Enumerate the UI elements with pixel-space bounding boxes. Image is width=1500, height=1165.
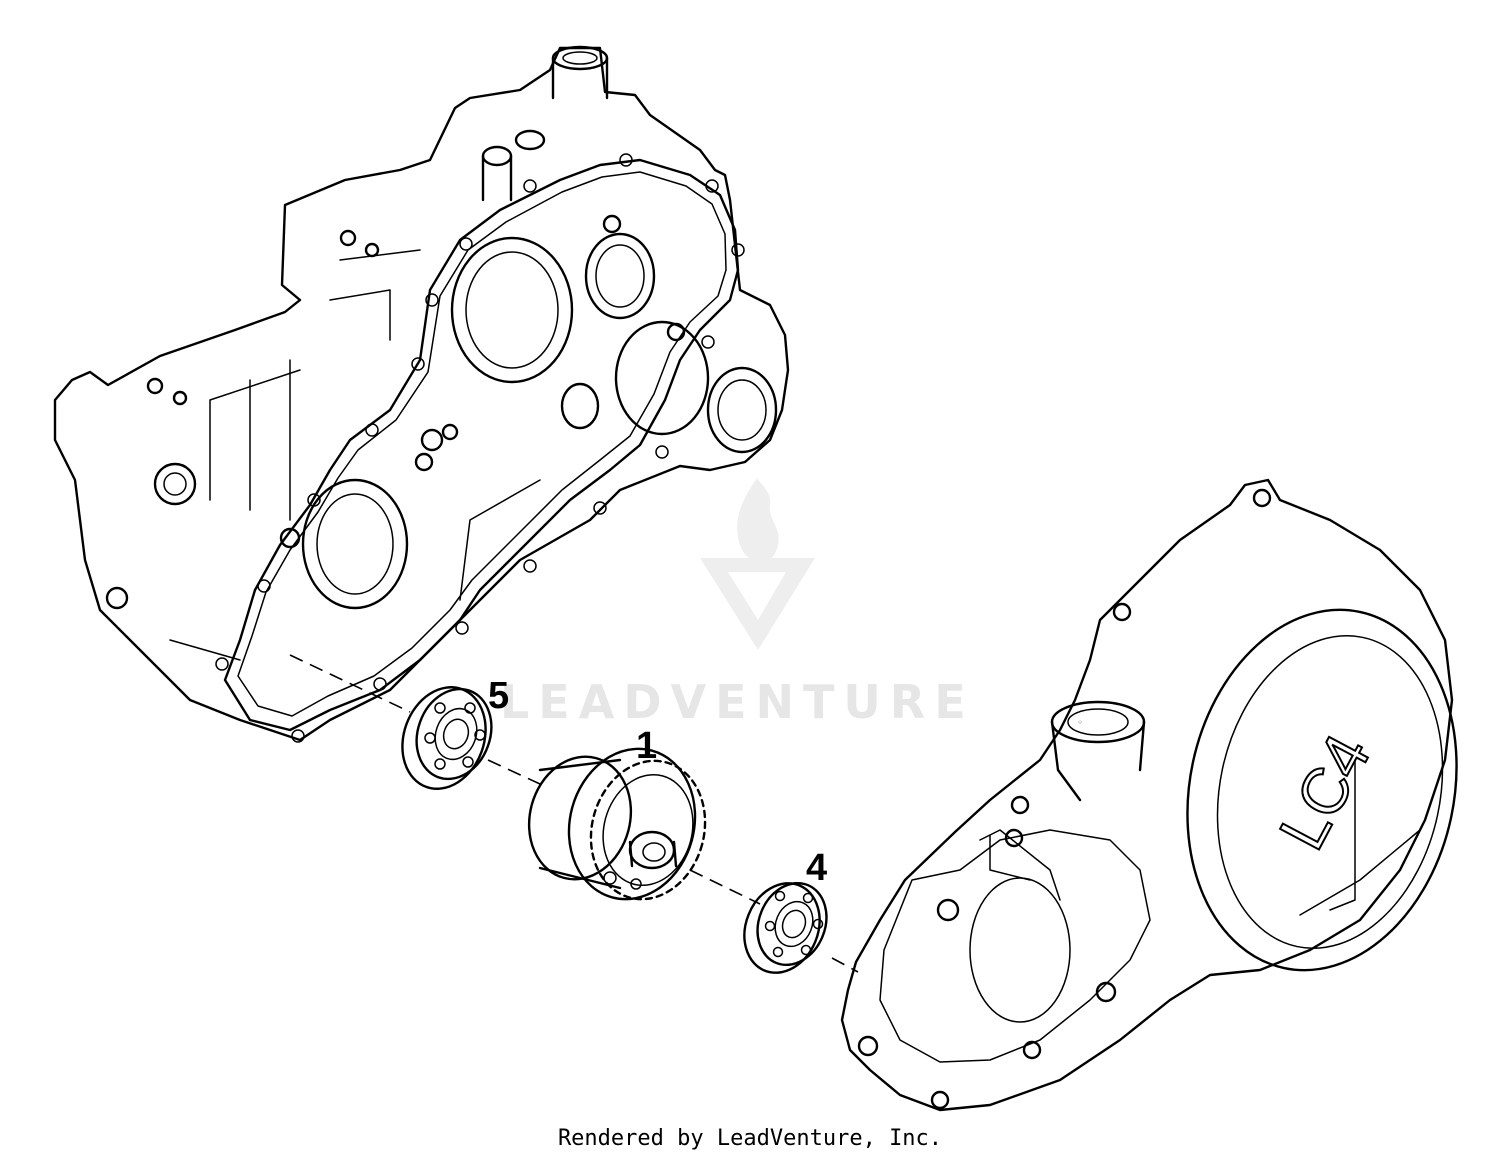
crankcase-half	[53, 45, 790, 743]
callout-5: 5	[488, 675, 509, 717]
cover-bolt-holes	[857, 488, 1272, 1110]
flame-icon	[737, 478, 779, 563]
callout-4: 4	[806, 847, 827, 889]
cover-mark: LC4	[1265, 723, 1384, 860]
watermark-text: LEADVENTURE	[500, 675, 975, 729]
alignment-axis	[289, 654, 859, 973]
render-credit: Rendered by LeadVenture, Inc.	[557, 1126, 943, 1151]
gasket-bolt-holes	[215, 153, 745, 743]
gear-part-1	[527, 747, 707, 901]
leadventure-watermark: LEADVENTURE	[500, 478, 975, 729]
bearing-part-4	[743, 881, 828, 974]
callout-1: 1	[636, 725, 657, 767]
v-mark-icon	[700, 558, 815, 650]
engine-cover: LC4	[840, 478, 1458, 1112]
bearing-part-5	[401, 686, 493, 790]
